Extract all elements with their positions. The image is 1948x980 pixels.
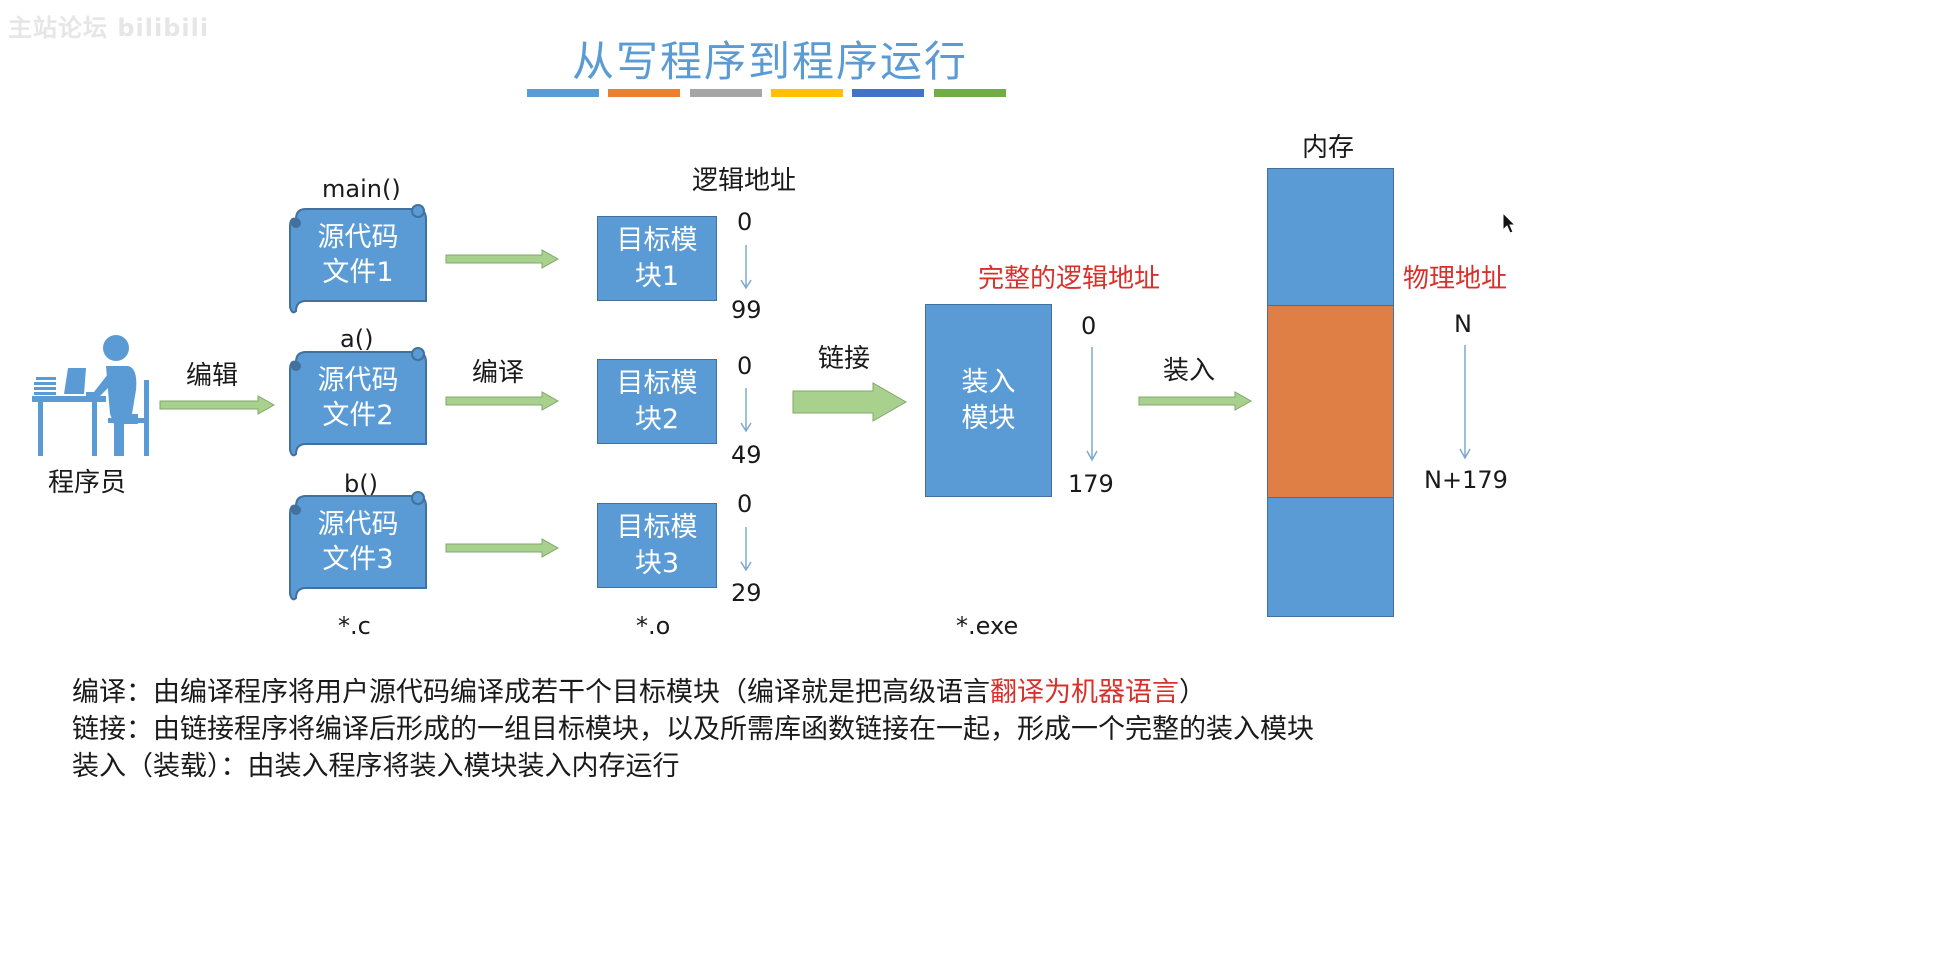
memory-label: 内存 (1302, 133, 1355, 163)
source-file-3-function: b() (344, 470, 378, 498)
physical-address-end: N+179 (1424, 466, 1508, 494)
watermark: 主站论坛 bilibili (8, 14, 210, 42)
logical-address-label: 逻辑地址 (692, 166, 797, 196)
physical-address-start: N (1454, 310, 1472, 338)
title-color-strip-2 (608, 89, 680, 97)
object-module-1-start: 0 (737, 208, 753, 236)
complete-logical-address-label: 完整的逻辑地址 (978, 264, 1161, 294)
mouse-cursor-icon (1502, 212, 1517, 234)
source-file-1-function: main() (322, 175, 401, 203)
load-arrow-icon (1138, 391, 1253, 411)
object-module-3-start: 0 (737, 490, 753, 518)
ext-exe-label: *.exe (956, 612, 1019, 640)
load-label: 装入 (1163, 356, 1216, 386)
source-file-3-text: 源代码 文件3 (317, 509, 399, 575)
ext-c-label: *.c (338, 612, 371, 640)
source-file-scroll-3: 源代码 文件3 (286, 490, 428, 602)
compile-arrow-2-icon (445, 391, 560, 411)
memory-loaded-segment (1267, 305, 1394, 498)
object-module-3: 目标模 块3 (597, 503, 717, 588)
title-color-strip-5 (852, 89, 924, 97)
ext-o-label: *.o (636, 612, 671, 640)
load-module-start: 0 (1081, 312, 1097, 340)
note-compile: 编译：由编译程序将用户源代码编译成若干个目标模块（编译就是把高级语言翻译为机器语… (72, 670, 1206, 709)
programmer-at-desk-icon (32, 335, 149, 456)
link-label: 链接 (818, 344, 871, 374)
slide: 主站论坛 bilibili 从写程序到程序运行 程序员 编辑 (8, 14, 1517, 782)
object-module-2-range-arrow-icon (740, 388, 752, 433)
source-file-scroll-2: 源代码 文件2 (286, 346, 428, 458)
load-module-range-arrow-icon (1086, 347, 1098, 462)
note-compile-highlight: 翻译为机器语言 (990, 677, 1179, 708)
object-module-2-start: 0 (737, 352, 753, 380)
programmer-label: 程序员 (48, 468, 127, 498)
object-module-1: 目标模 块1 (597, 216, 717, 301)
note-compile-text: 编译：由编译程序将用户源代码编译成若干个目标模块（编译就是把高级语言 (72, 677, 990, 708)
memory-free-top (1267, 168, 1394, 306)
title-color-strip-1 (527, 89, 599, 97)
edit-label: 编辑 (186, 361, 239, 391)
compile-label: 编译 (472, 358, 525, 388)
title-color-strip-4 (771, 89, 843, 97)
object-module-2-end: 49 (731, 441, 762, 469)
source-file-2-function: a() (340, 325, 374, 353)
note-link: 链接：由链接程序将编译后形成的一组目标模块，以及所需库函数链接在一起，形成一个完… (72, 714, 1314, 745)
object-module-3-end: 29 (731, 579, 762, 607)
note-compile-suffix: ） (1179, 677, 1206, 708)
physical-range-arrow-icon (1459, 345, 1471, 460)
link-arrow-icon (792, 382, 908, 422)
source-file-2-text: 源代码 文件2 (317, 365, 399, 431)
title-color-strip-3 (690, 89, 762, 97)
object-module-3-range-arrow-icon (740, 527, 752, 572)
compile-arrow-3-icon (445, 538, 560, 558)
object-module-1-end: 99 (731, 296, 762, 324)
memory-free-bottom (1267, 497, 1394, 617)
load-module-end: 179 (1068, 470, 1114, 498)
object-module-1-range-arrow-icon (740, 245, 752, 290)
object-module-2: 目标模 块2 (597, 359, 717, 444)
physical-address-label: 物理地址 (1403, 264, 1508, 294)
title-color-strip-6 (934, 89, 1006, 97)
source-file-1-text: 源代码 文件1 (317, 222, 399, 288)
edit-arrow-icon (159, 395, 276, 415)
note-load: 装入（装载）：由装入程序将装入模块装入内存运行 (72, 751, 680, 782)
compile-arrow-1-icon (445, 249, 560, 269)
slide-title: 从写程序到程序运行 (571, 37, 968, 86)
load-module: 装入 模块 (925, 304, 1052, 497)
source-file-scroll-1: 源代码 文件1 (286, 203, 428, 315)
